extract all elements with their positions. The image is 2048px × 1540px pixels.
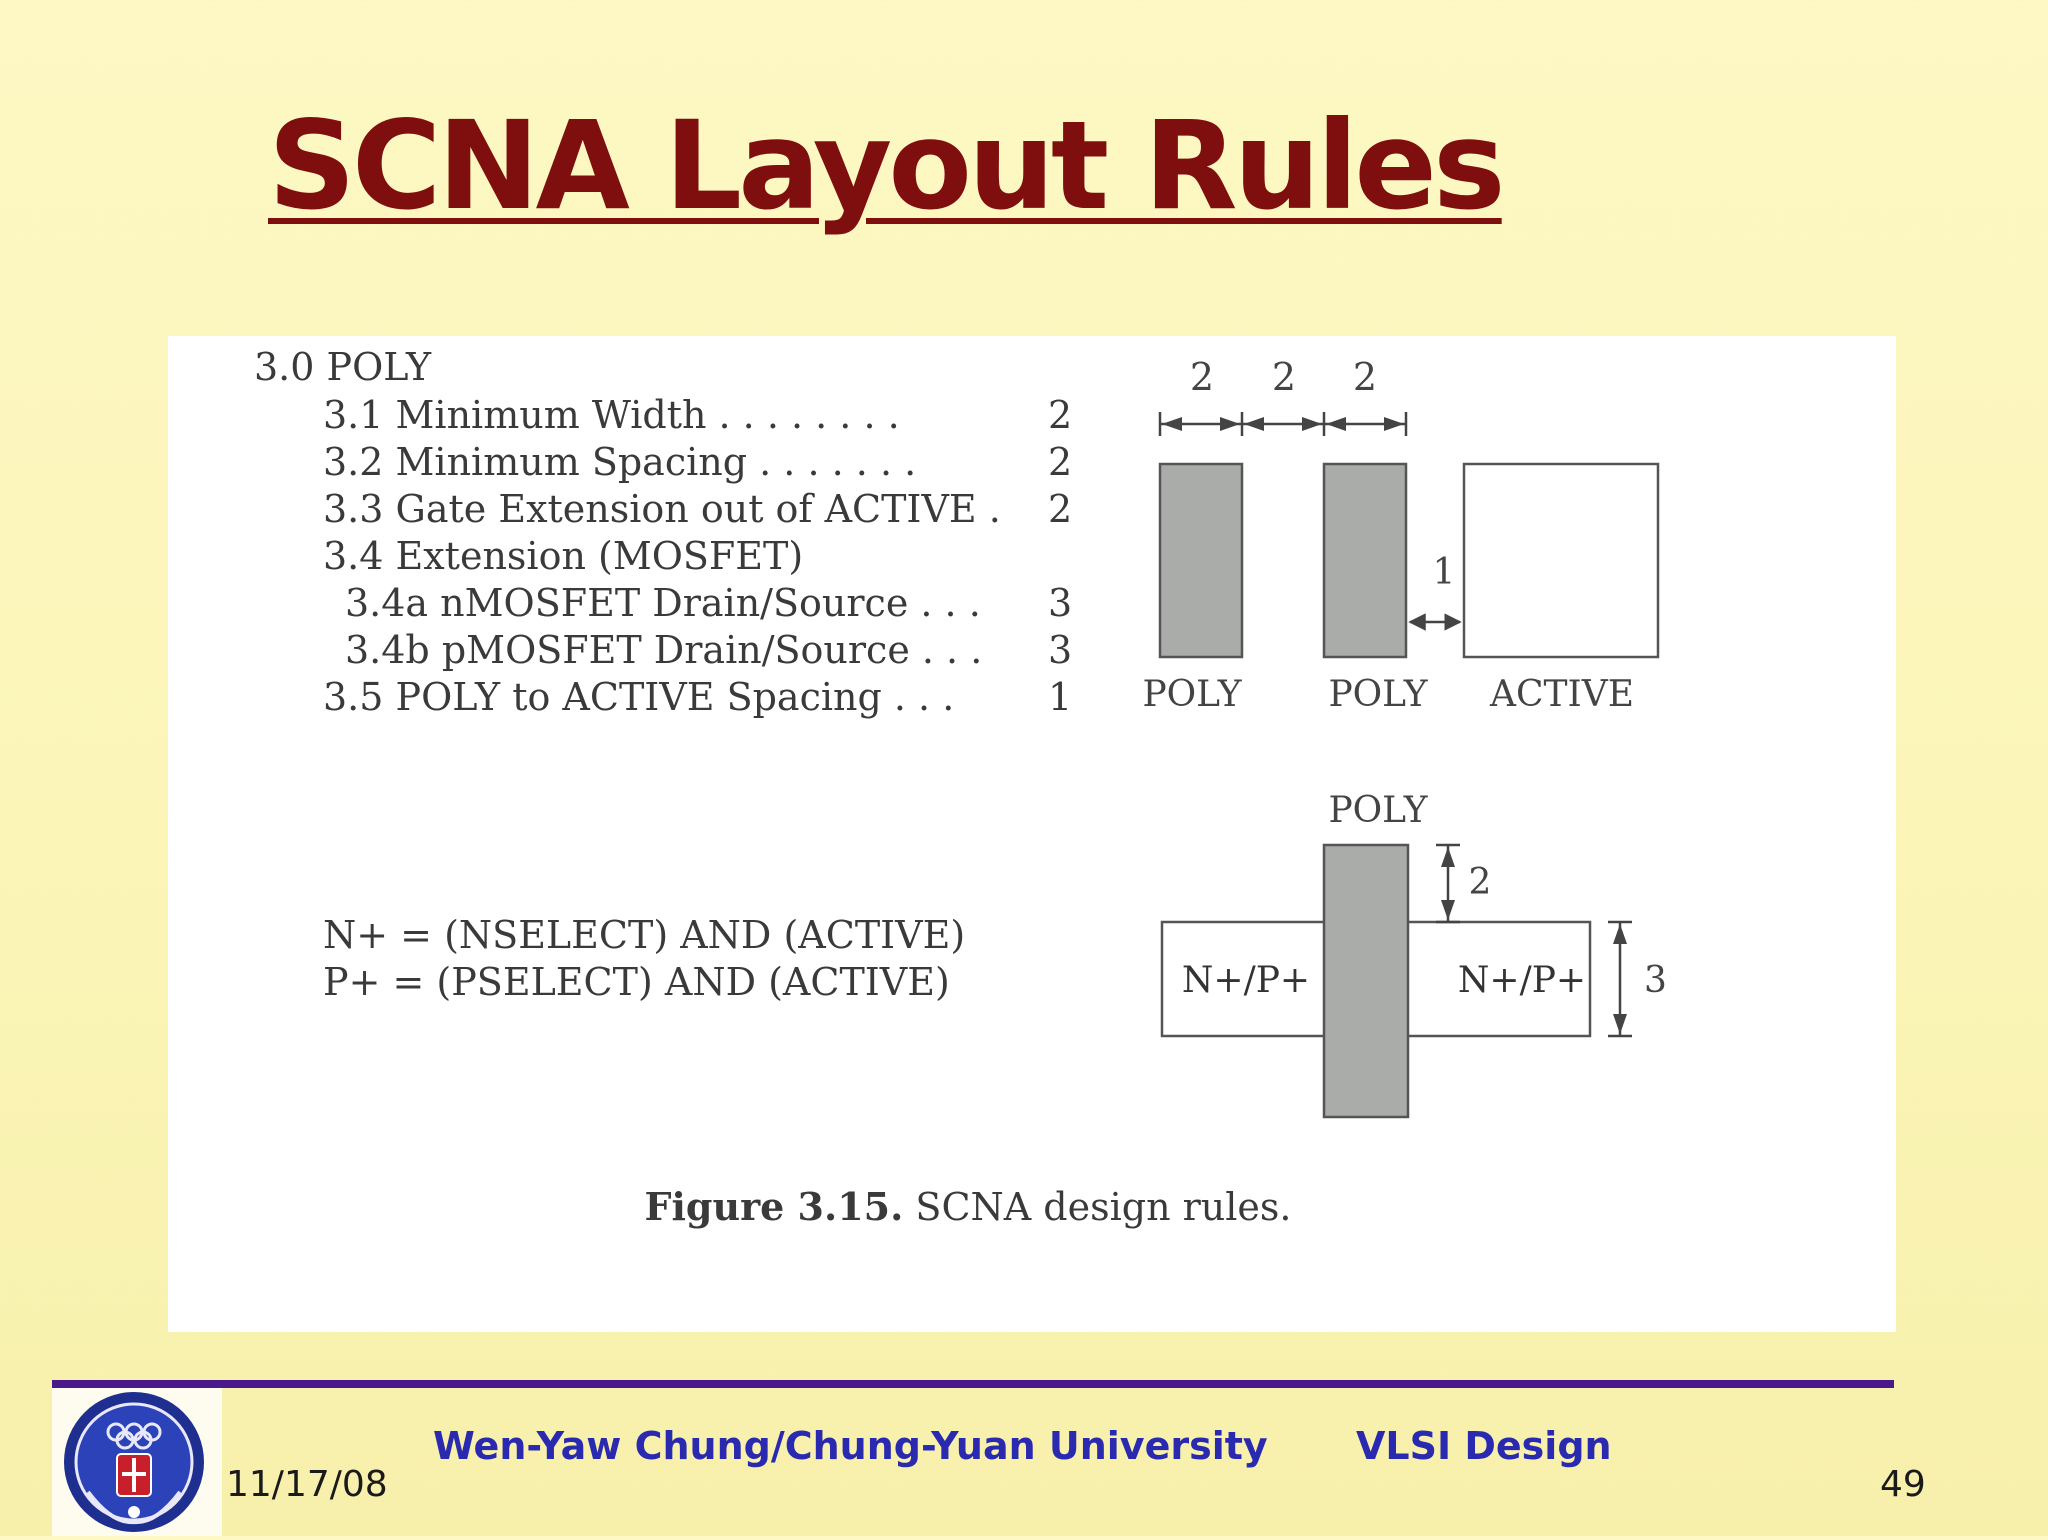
- rule-3-3-label: 3.3 Gate Extension out of ACTIVE .: [323, 487, 1001, 531]
- width-dimension-label: 2: [1190, 355, 1214, 399]
- gate-poly-label: POLY: [1328, 790, 1428, 831]
- rule-3-2-label: 3.2 Minimum Spacing . . . . . . .: [323, 440, 916, 484]
- rule-3-2-value: 2: [1048, 440, 1072, 484]
- poly-label-1: POLY: [1142, 674, 1242, 715]
- figure-panel: 3.0 POLY 3.1 Minimum Width . . . . . . .…: [168, 336, 1896, 1332]
- source-drain-label-right: N+/P+: [1458, 960, 1586, 1001]
- poly-spacing-diagram: 2 2 2 1: [1142, 355, 1660, 715]
- slide-title: SCNA Layout Rules: [268, 95, 1506, 237]
- poly-rect-1: [1158, 462, 1244, 659]
- rule-3-1-label: 3.1 Minimum Width . . . . . . . .: [323, 393, 900, 437]
- rules-heading: 3.0 POLY: [254, 345, 432, 389]
- pplus-definition: P+ = (PSELECT) AND (ACTIVE): [323, 960, 950, 1004]
- source-drain-label-left: N+/P+: [1182, 960, 1310, 1001]
- figure-caption: Figure 3.15. SCNA design rules.: [645, 1184, 1292, 1229]
- gate-poly-rect: [1322, 843, 1410, 1119]
- rule-3-4a-label: 3.4a nMOSFET Drain/Source . . .: [345, 581, 981, 625]
- design-rules-figure: 3.0 POLY 3.1 Minimum Width . . . . . . .…: [254, 345, 1667, 1229]
- rule-3-1-value: 2: [1048, 393, 1072, 437]
- region-height-value: 3: [1644, 960, 1667, 1001]
- nplus-definition: N+ = (NSELECT) AND (ACTIVE): [323, 913, 965, 957]
- gate-extension-diagram: POLY N+/P+ N+/P+ 2 3: [1160, 790, 1667, 1119]
- rule-3-5-value: 1: [1048, 675, 1072, 719]
- footer-author: Wen-Yaw Chung/Chung-Yuan University: [433, 1424, 1268, 1468]
- gate-extension-value: 2: [1469, 862, 1492, 903]
- rule-3-5-label: 3.5 POLY to ACTIVE Spacing . . .: [323, 675, 954, 719]
- figure-caption-number: Figure 3.15.: [645, 1184, 904, 1229]
- active-rect: [1462, 462, 1660, 659]
- figure-caption-text: SCNA design rules.: [903, 1185, 1291, 1229]
- university-emblem-icon: [64, 1392, 204, 1532]
- university-logo: [52, 1388, 222, 1536]
- spacing-dimension-label: 2: [1272, 355, 1296, 399]
- width-dimension-label-2: 2: [1353, 355, 1377, 399]
- footer-date: 11/17/08: [226, 1464, 388, 1505]
- rule-3-4b-label: 3.4b pMOSFET Drain/Source . . .: [345, 628, 982, 672]
- rule-3-4b-value: 3: [1048, 628, 1072, 672]
- rule-3-4a-value: 3: [1048, 581, 1072, 625]
- footer-divider: [52, 1380, 1894, 1388]
- poly-rect-2: [1322, 462, 1408, 659]
- poly-active-spacing-label: 1: [1433, 552, 1456, 593]
- rule-3-3-value: 2: [1048, 487, 1072, 531]
- rule-3-4-label: 3.4 Extension (MOSFET): [323, 534, 803, 578]
- slide-number: 49: [1880, 1464, 1926, 1505]
- poly-label-2: POLY: [1328, 674, 1428, 715]
- footer-course: VLSI Design: [1356, 1424, 1612, 1468]
- active-label: ACTIVE: [1489, 674, 1634, 715]
